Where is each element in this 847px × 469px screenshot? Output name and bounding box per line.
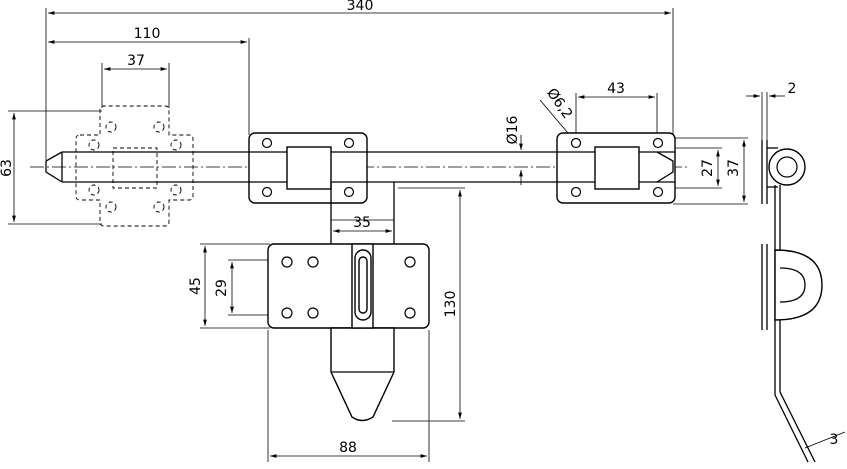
dim-130: 130 xyxy=(443,291,459,318)
dim-2: 2 xyxy=(788,81,797,97)
dim-3: 3 xyxy=(830,432,839,448)
dim-340: 340 xyxy=(347,0,374,14)
dim-27: 27 xyxy=(700,159,716,177)
dimension-labels: 340 110 37 43 63 Ø16 Ø6,2 27 37 35 45 29… xyxy=(0,0,838,456)
dim-43: 43 xyxy=(607,81,625,97)
side-view xyxy=(761,140,823,463)
dim-88: 88 xyxy=(339,440,357,456)
dim-d16: Ø16 xyxy=(505,115,521,144)
dim-45: 45 xyxy=(188,277,204,295)
dim-37-right: 37 xyxy=(726,159,742,177)
handle-hasp xyxy=(267,182,430,422)
dim-35: 35 xyxy=(353,215,371,231)
dim-63: 63 xyxy=(0,159,15,177)
middle-guide-plate xyxy=(248,132,368,204)
dimension-lines xyxy=(8,8,846,462)
left-end-bracket xyxy=(75,105,194,227)
dim-d6-2: Ø6,2 xyxy=(543,85,575,121)
dim-110: 110 xyxy=(134,26,161,42)
right-guide-plate xyxy=(556,132,676,204)
dim-37-top: 37 xyxy=(127,53,145,69)
dim-29: 29 xyxy=(214,279,230,297)
